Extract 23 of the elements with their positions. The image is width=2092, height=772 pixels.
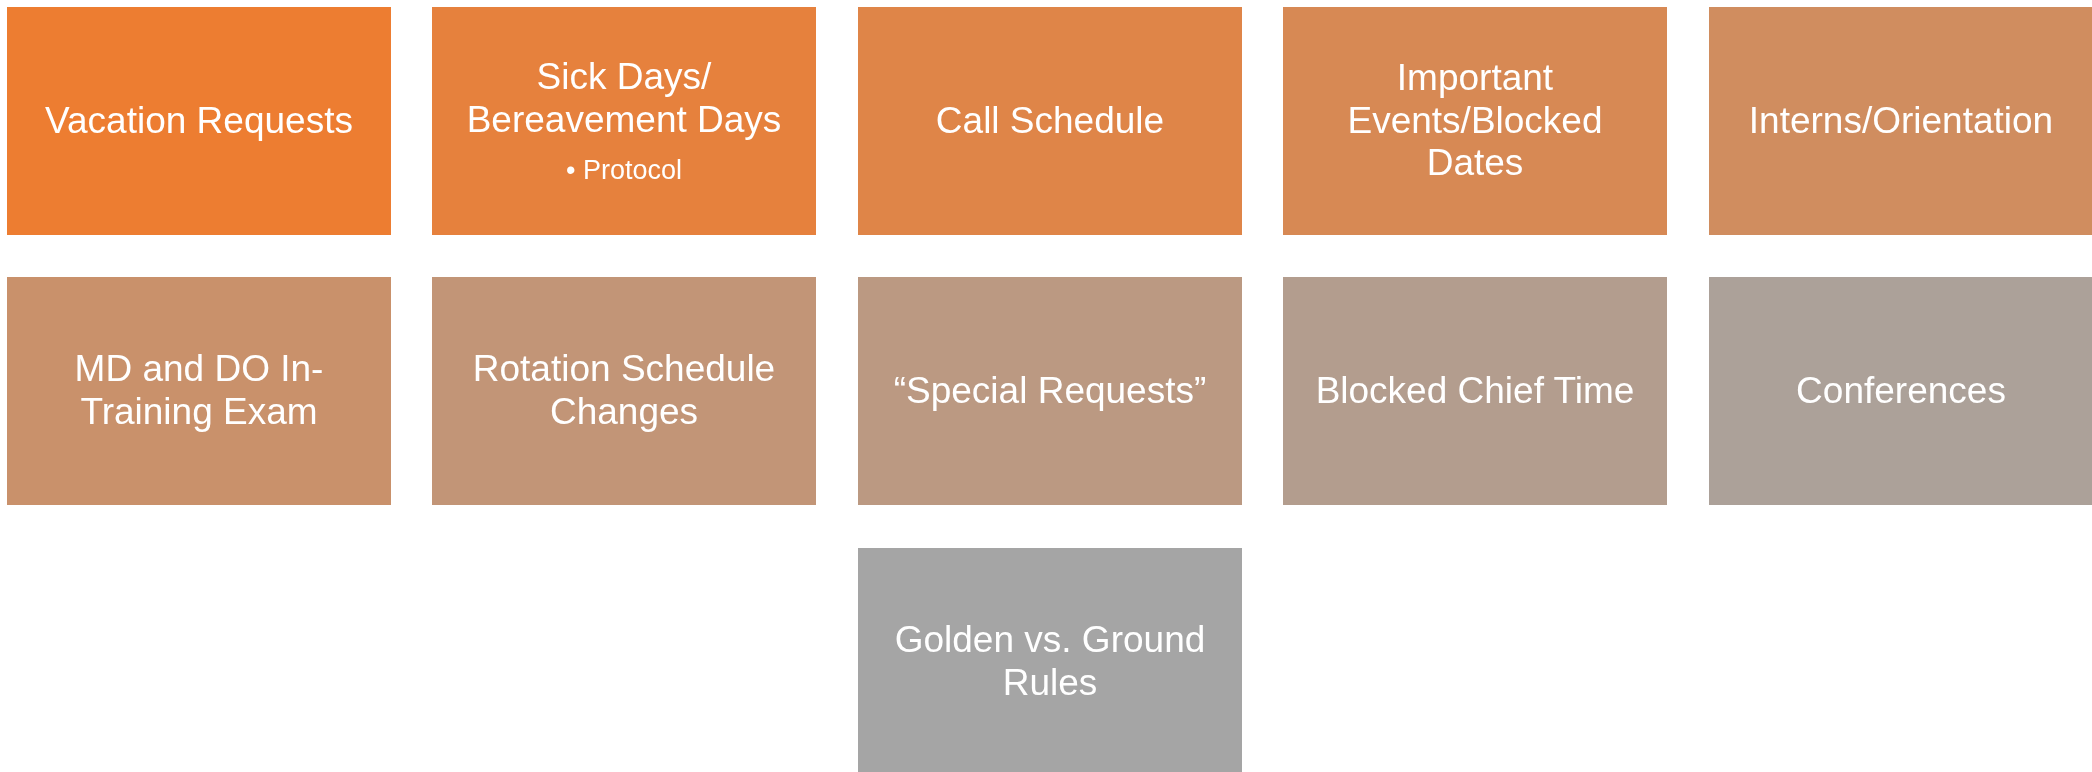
topic-box — [1709, 7, 2092, 235]
topic-box — [7, 277, 391, 505]
topic-box — [432, 7, 816, 235]
topic-title: Call Schedule — [935, 99, 1165, 143]
topic-title: Conferences — [1796, 369, 2006, 413]
topic-title: Rotation Schedule Changes — [471, 348, 777, 434]
topic-title: MD and DO In-Training Exam — [73, 348, 325, 434]
topic-title: Vacation Requests — [45, 99, 353, 143]
topic-box — [858, 7, 1242, 235]
topic-box — [1709, 277, 2092, 505]
topic-box — [1283, 277, 1667, 505]
topic-title: Interns/Orientation — [1748, 99, 2054, 143]
topic-box — [858, 548, 1242, 772]
topic-box — [858, 277, 1242, 505]
topic-title: “Special Requests” — [893, 369, 1207, 413]
topic-title: Golden vs. Ground Rules — [893, 619, 1207, 705]
topic-title: Sick Days/ Bereavement Days — [465, 55, 783, 142]
bullet-item: • Protocol — [566, 155, 682, 187]
topic-title: Blocked Chief Time — [1315, 369, 1635, 413]
topic-box — [7, 7, 391, 235]
topic-box — [1283, 7, 1667, 235]
topic-title: Important Events/Blocked Dates — [1346, 57, 1604, 185]
topic-box — [432, 277, 816, 505]
